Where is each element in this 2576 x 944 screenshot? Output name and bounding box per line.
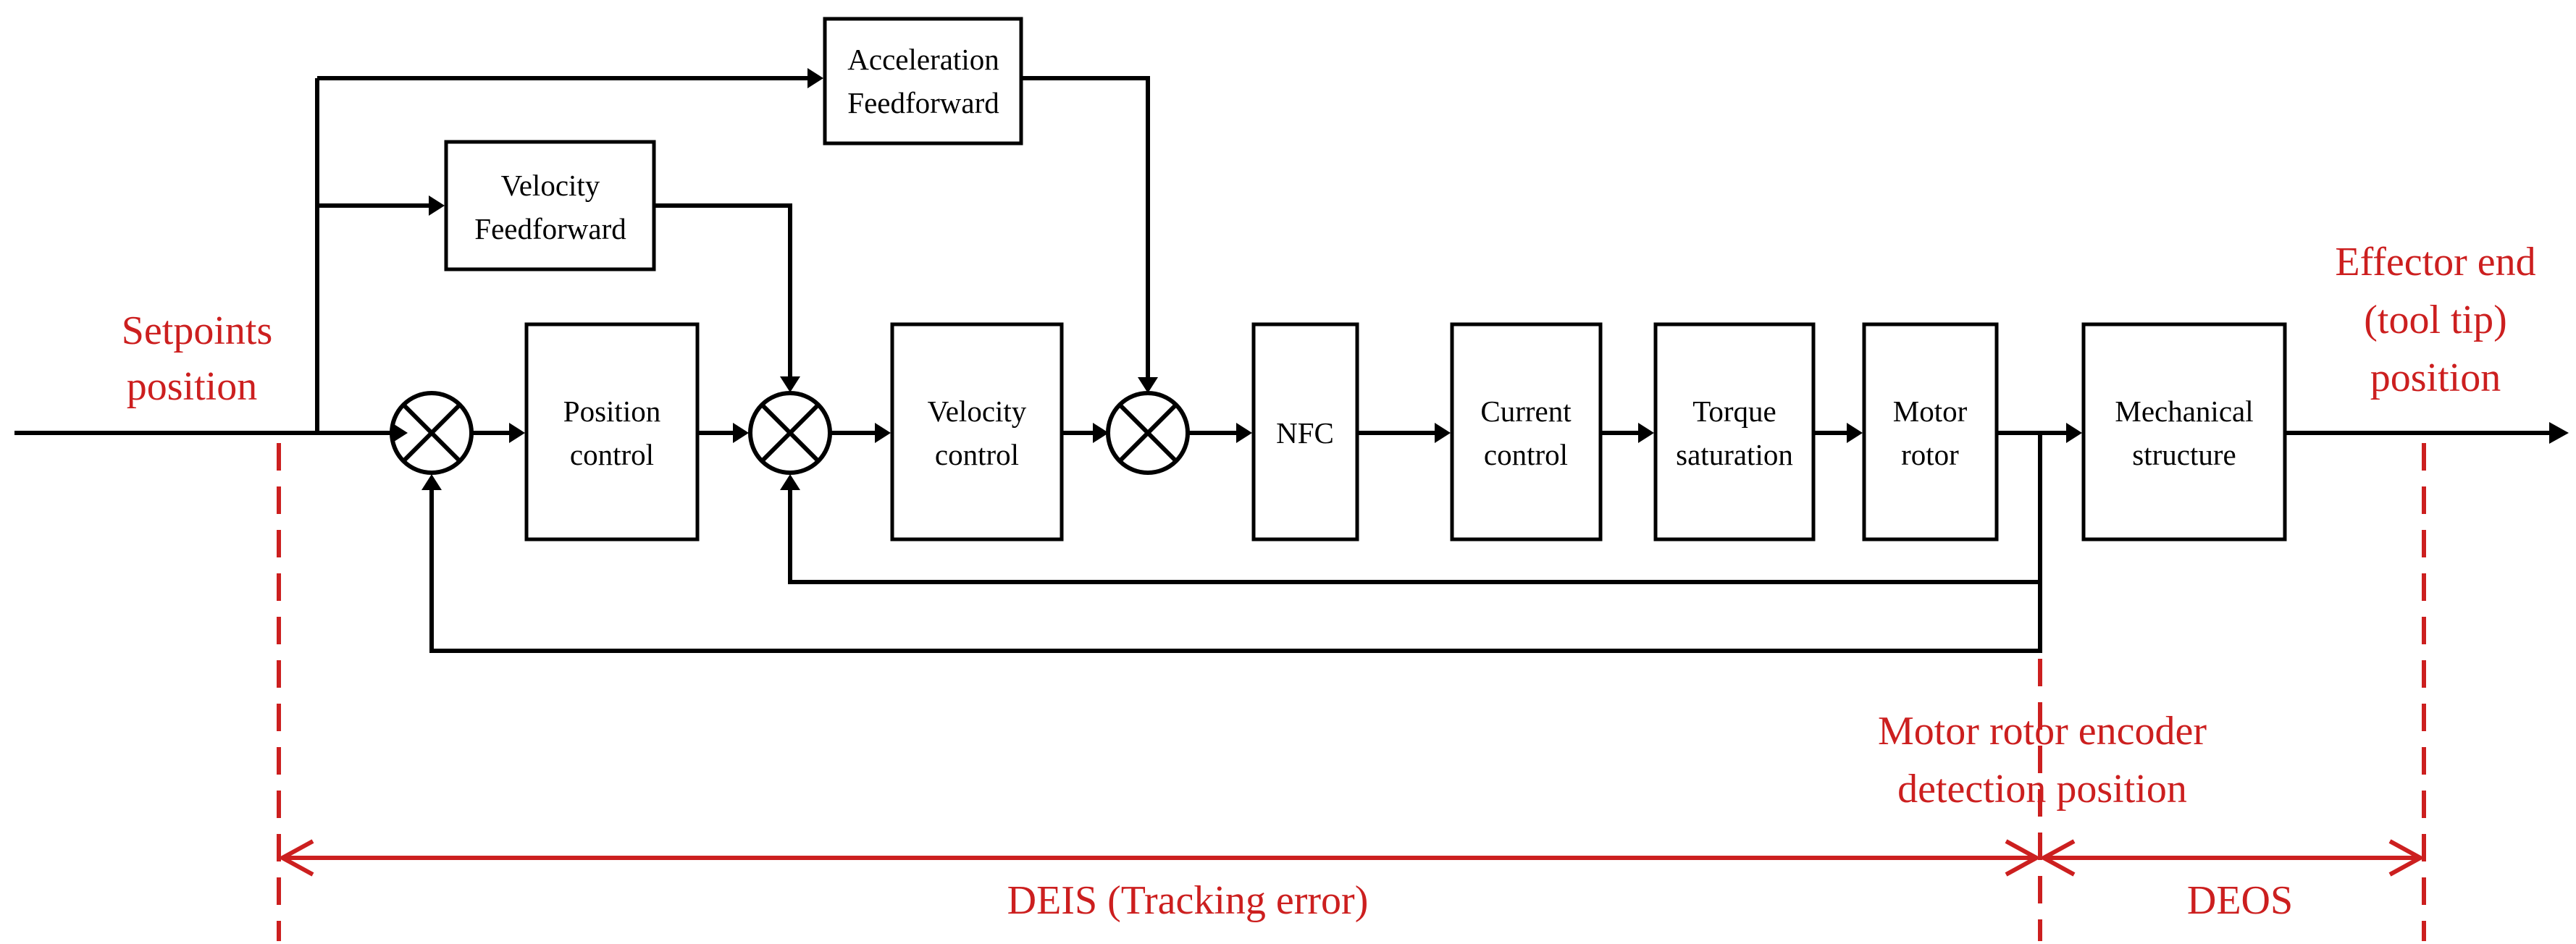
setpoints-label-1: Setpoints [122,308,272,353]
velocity-input-arrowhead [875,423,891,443]
position-feedback-line [429,490,2042,653]
velocity-ff-label-2: Feedforward [474,212,626,245]
nfc-block: NFC [1251,322,1359,541]
motor-rotor-label-2: rotor [1901,438,1959,471]
sum3-ff-arrowhead [1138,377,1158,393]
deis-left-arrowhead [277,839,314,877]
velocity-ff-to-sum2-line [654,203,792,376]
acceleration-feedforward-block: Acceleration Feedforward [823,17,1023,146]
summing-junction-2 [748,391,832,475]
acceleration-ff-to-sum3-line [1021,76,1150,377]
current-control-label-2: control [1484,438,1568,471]
deis-right-arrowhead [2005,839,2042,877]
sum2-input-arrowhead [733,423,749,443]
sum2-feedback-arrowhead [780,474,800,490]
acceleration-ff-label-2: Feedforward [847,86,999,119]
sum3-input-arrowhead [1093,423,1109,443]
velocity-ff-label-1: Velocity [501,169,600,202]
deos-left-arrowhead [2039,839,2076,877]
encoder-label-1: Motor rotor encoder [1878,709,2207,754]
velocity-control-label-2: control [935,438,1019,471]
acceleration-ff-label-1: Acceleration [847,43,999,76]
setpoints-label-2: position [127,364,257,409]
current-control-block: Current control [1450,322,1603,541]
deos-right-arrowhead [2388,839,2425,877]
velocity-control-label-1: Velocity [928,395,1027,428]
position-input-arrowhead [509,423,525,443]
summing-junction-1 [390,391,474,475]
mechanical-structure-label-1: Mechanical [2115,395,2253,428]
torque-saturation-label-1: Torque [1692,395,1776,428]
annotations: Setpoints position Effector end (tool ti… [122,240,2536,941]
motor-rotor-block: Motor rotor [1862,322,1999,541]
signal-lines [14,68,2569,653]
sum1-input-arrowhead [392,423,408,443]
nfc-label: NFC [1276,416,1334,450]
effector-label-2: (tool tip) [2364,298,2507,342]
sum1-feedback-arrowhead [421,474,442,490]
velocity-feedforward-block: Velocity Feedforward [444,140,656,271]
torque-saturation-block: Torque saturation [1653,322,1816,541]
deis-label: DEIS (Tracking error) [1007,878,1369,923]
mechanical-structure-block: Mechanical structure [2081,322,2287,541]
current-control-label-1: Current [1480,395,1572,428]
position-control-block: Position control [524,322,700,541]
mechanical-structure-label-2: structure [2132,438,2236,471]
sum2-ff-arrowhead [780,376,800,392]
motor-input-arrowhead [1847,423,1863,443]
torque-input-arrowhead [1638,423,1654,443]
effector-label-1: Effector end [2335,240,2535,285]
accel-ff-input-arrowhead [807,68,823,88]
summing-junction-3 [1106,391,1190,475]
deos-label: DEOS [2187,878,2293,923]
position-control-label-1: Position [563,395,660,428]
velocity-ff-input-arrowhead [429,195,445,216]
output-arrowhead [2549,422,2569,444]
effector-label-3: position [2370,355,2501,400]
velocity-control-block: Velocity control [890,322,1064,541]
nfc-input-arrowhead [1236,423,1252,443]
mechanical-input-arrowhead [2066,423,2082,443]
motor-rotor-label-1: Motor [1893,395,1968,428]
velocity-feedback-line [788,433,2042,584]
torque-saturation-label-2: saturation [1676,438,1793,471]
current-input-arrowhead [1435,423,1451,443]
position-control-label-2: control [570,438,654,471]
